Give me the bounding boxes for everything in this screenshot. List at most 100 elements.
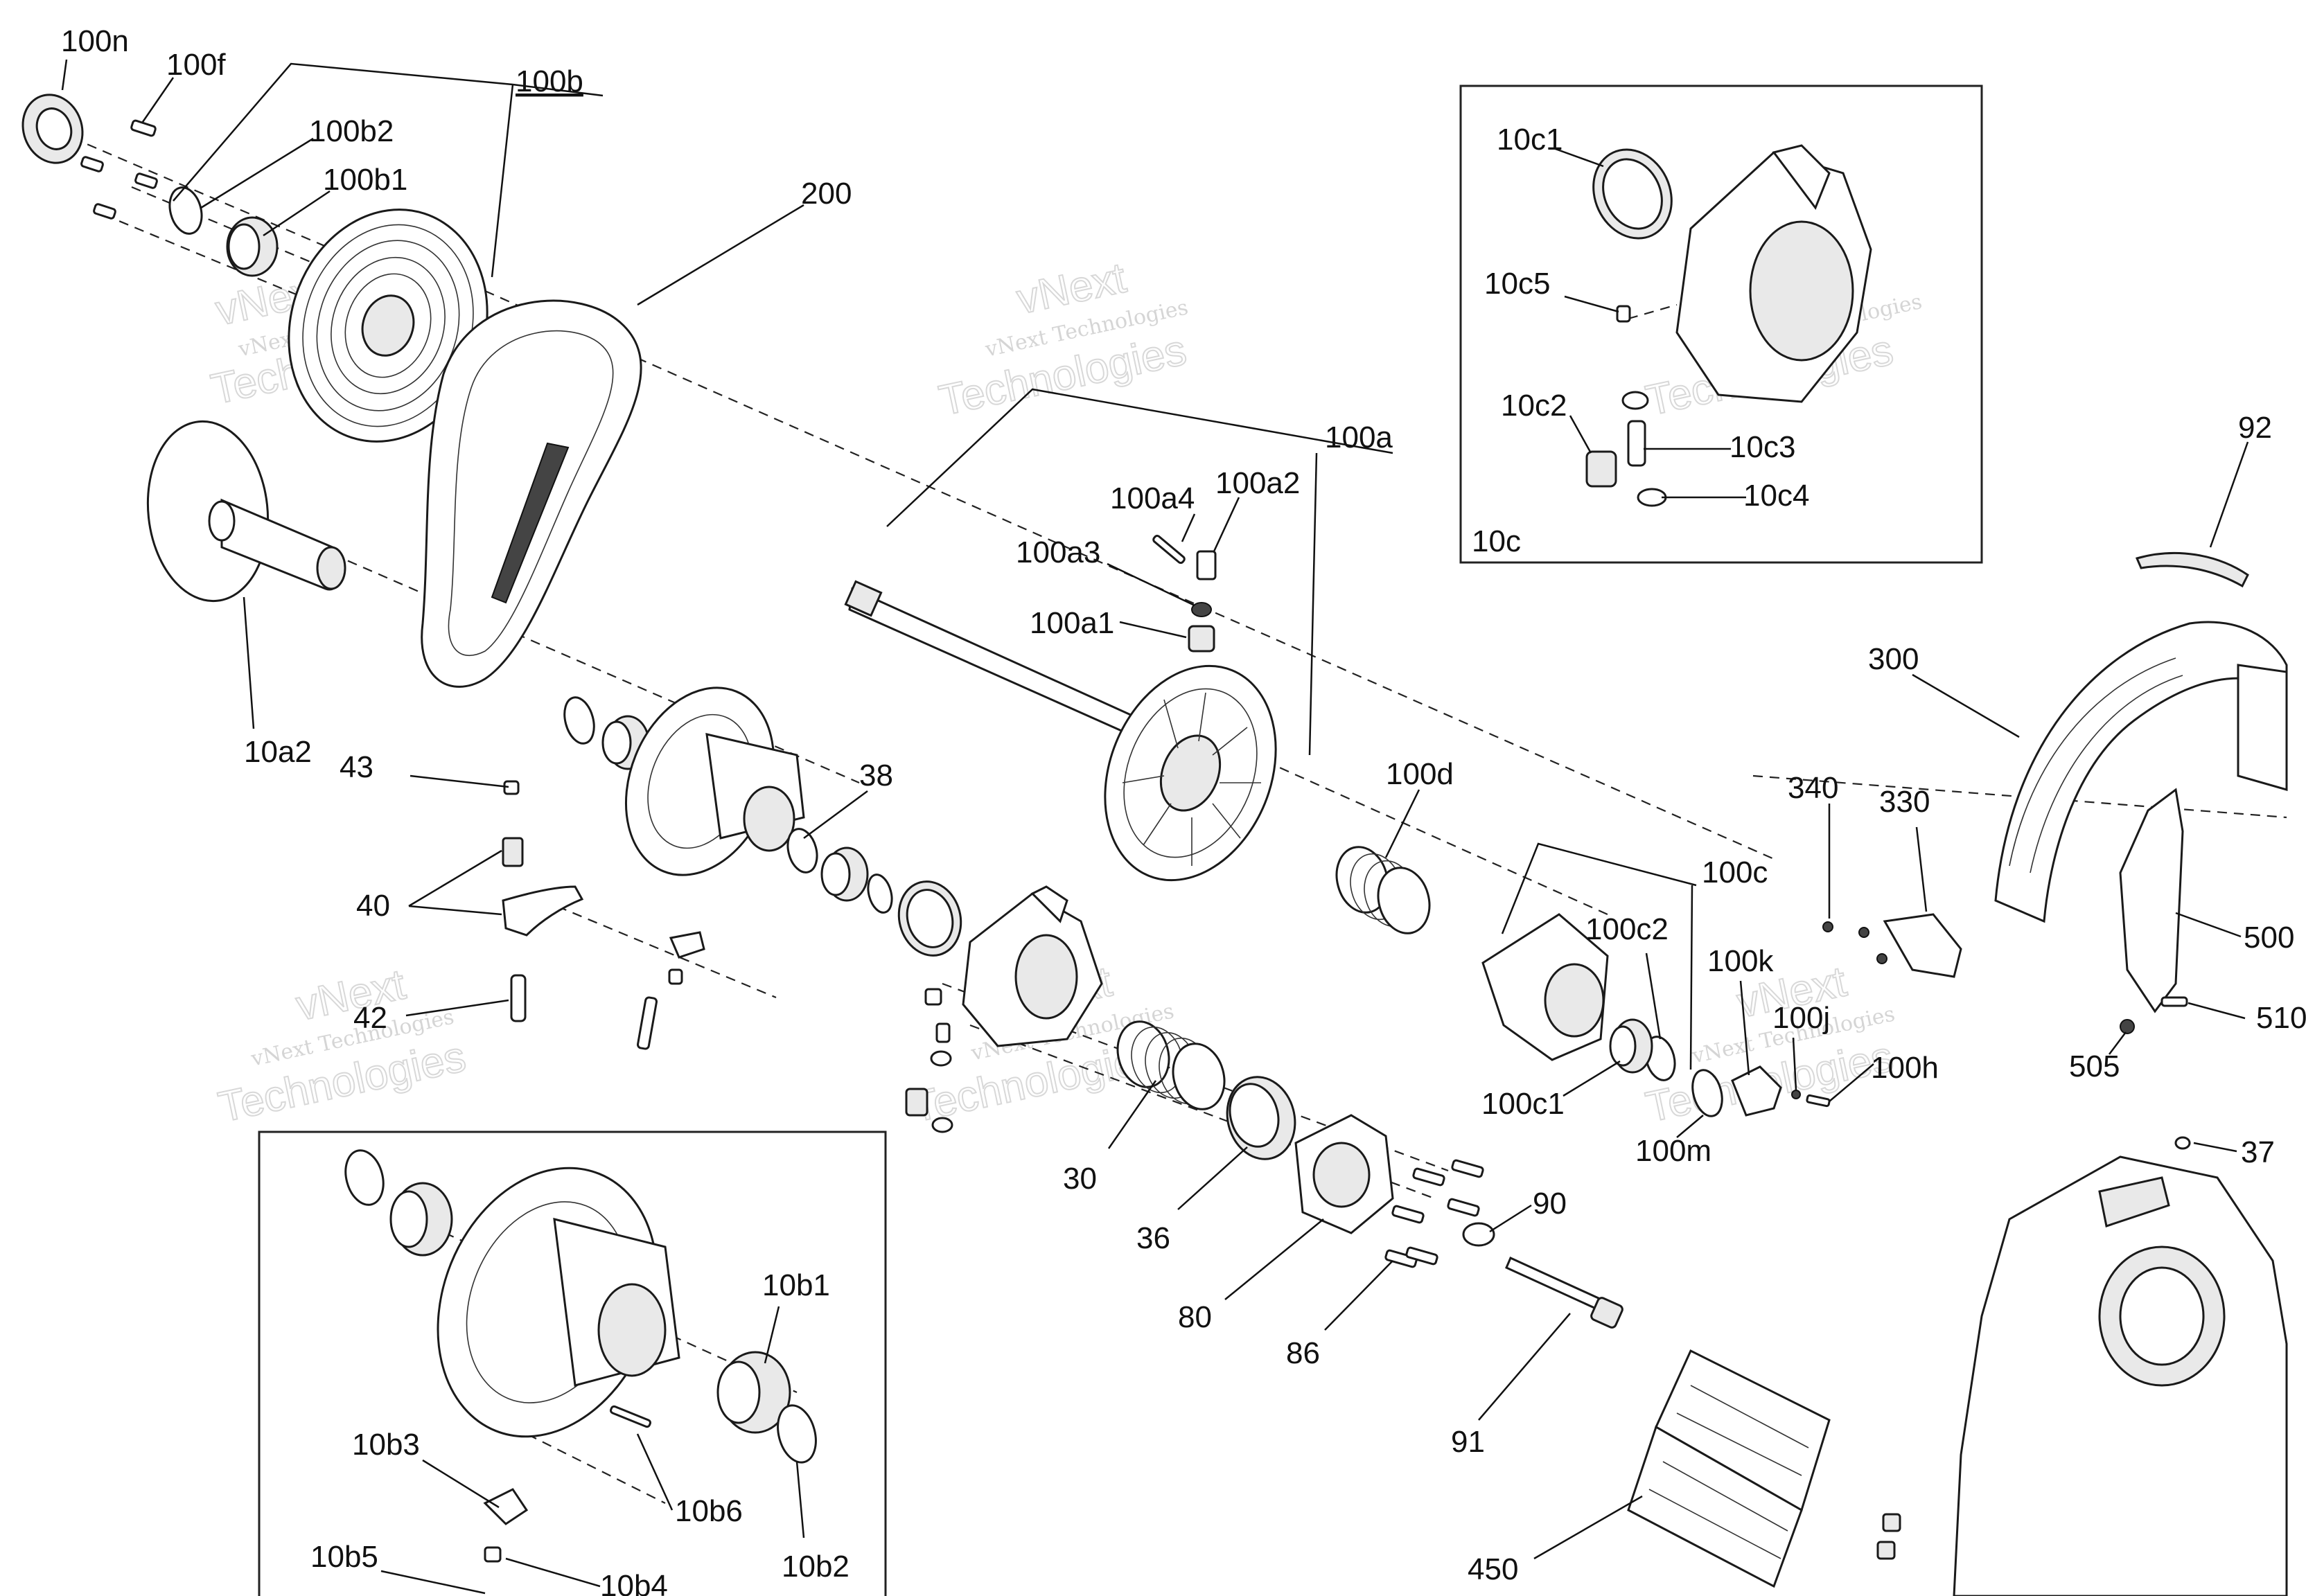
spring-100d — [1335, 846, 1431, 934]
label-510: 510 — [2256, 1001, 2306, 1035]
label-100a2: 100a2 — [1215, 466, 1300, 500]
label-100a: 100a — [1325, 420, 1393, 454]
bushing-100b1 — [226, 216, 279, 277]
spider-housing — [962, 885, 1103, 1047]
inset-box-10b — [258, 1130, 887, 1596]
parts — [21, 94, 2288, 1596]
label-100n: 100n — [61, 24, 129, 58]
roller-10c2 — [1585, 450, 1617, 488]
label-100b2: 100b2 — [309, 114, 394, 148]
label-36: 36 — [1136, 1221, 1170, 1255]
ring-38 — [786, 828, 818, 874]
sheave-disc-100b — [288, 209, 489, 443]
ring — [867, 874, 893, 914]
bracket-500 — [2119, 788, 2184, 1013]
label-10b6: 10b6 — [675, 1494, 743, 1528]
label-200: 200 — [801, 177, 852, 211]
label-92: 92 — [2238, 411, 2272, 445]
label-80: 80 — [1178, 1300, 1212, 1334]
label-43: 43 — [340, 750, 373, 784]
part-10b4 — [484, 1546, 502, 1563]
label-500: 500 — [2244, 921, 2294, 955]
label-37: 37 — [2241, 1135, 2275, 1169]
washer-90 — [1462, 1222, 1495, 1247]
bushing-10b1 — [716, 1351, 791, 1434]
label-10c2: 10c2 — [1501, 389, 1567, 423]
bushing — [820, 846, 869, 902]
label-38: 38 — [859, 759, 893, 792]
label-100k: 100k — [1707, 944, 1774, 978]
cup-36 — [1226, 1076, 1296, 1160]
snap-ring-100b2 — [168, 186, 203, 235]
bolt-510 — [2160, 996, 2188, 1007]
plug-37 — [2174, 1136, 2191, 1150]
label-10c: 10c — [1472, 524, 1521, 558]
washer-100a3 — [1191, 602, 1212, 617]
label-340: 340 — [1788, 771, 1838, 805]
label-10b2: 10b2 — [782, 1550, 850, 1584]
label-300: 300 — [1868, 642, 1919, 676]
screw-100h — [1806, 1094, 1831, 1108]
label-100c: 100c — [1702, 855, 1768, 889]
label-100d: 100d — [1386, 757, 1454, 791]
label-42: 42 — [353, 1001, 387, 1035]
snap-ring-10b — [344, 1149, 385, 1206]
inset-box-10c — [1459, 85, 1983, 564]
nuts-340 — [1822, 921, 1887, 964]
movable-sheave — [624, 686, 805, 876]
label-100b: 100b — [516, 64, 583, 98]
label-100a4: 100a4 — [1110, 481, 1195, 515]
label-10c3: 10c3 — [1730, 430, 1795, 464]
label-450: 450 — [1468, 1552, 1518, 1586]
pin-10b6 — [610, 1405, 651, 1428]
pin-10c3 — [1627, 420, 1646, 467]
seal-ring-10c1 — [1592, 148, 1673, 240]
label-10c1: 10c1 — [1497, 123, 1563, 157]
belt-guard-300 — [1994, 621, 2288, 923]
label-100f: 100f — [166, 48, 226, 82]
block-10b3 — [483, 1488, 529, 1525]
label-100c1: 100c1 — [1481, 1087, 1565, 1121]
label-10b1: 10b1 — [762, 1268, 830, 1302]
bushing-100a2 — [1196, 550, 1217, 580]
label-505: 505 — [2069, 1049, 2120, 1083]
screws-100f — [80, 119, 158, 220]
bolts-450 — [1876, 1513, 1901, 1560]
bushing-100c1 — [1609, 1018, 1653, 1074]
label-40: 40 — [356, 889, 390, 923]
nut-100j — [1791, 1090, 1801, 1099]
screw-43 — [503, 780, 520, 795]
small-rollers — [905, 988, 953, 1133]
bracket-330 — [1883, 913, 1962, 978]
bolts-86 — [1384, 1159, 1484, 1268]
pin-42 — [510, 974, 527, 1022]
drive-belt-200 — [421, 299, 642, 688]
label-86: 86 — [1286, 1336, 1320, 1370]
label-30: 30 — [1063, 1162, 1097, 1196]
pin-100a4 — [1152, 534, 1186, 565]
label-100j: 100j — [1772, 1001, 1830, 1035]
fixed-sheave-100a — [1104, 664, 1277, 882]
washer-10c — [1621, 391, 1649, 410]
bolt-91 — [1505, 1256, 1623, 1329]
primary-housing — [1953, 1155, 2288, 1596]
label-100h: 100h — [1871, 1051, 1939, 1085]
grate-450 — [1627, 1349, 1831, 1588]
sheave-shaft-10a2 — [146, 420, 346, 603]
snap-ring-10b2 — [777, 1404, 817, 1464]
spring-30 — [1116, 1020, 1226, 1110]
movable-sheave-10b — [437, 1167, 680, 1438]
label-100m: 100m — [1635, 1134, 1711, 1168]
washer-100m — [1691, 1069, 1723, 1117]
label-10a2: 10a2 — [244, 735, 312, 769]
spider-housing-10c — [1675, 144, 1872, 403]
label-10b3: 10b3 — [352, 1428, 420, 1462]
spider-bolt — [636, 931, 705, 1050]
bushing-10b — [389, 1182, 453, 1257]
label-10b5: 10b5 — [310, 1540, 378, 1574]
toothed-ring — [897, 880, 962, 957]
label-90: 90 — [1533, 1187, 1567, 1221]
strip-92 — [2135, 552, 2249, 588]
label-100b1: 100b1 — [323, 163, 407, 197]
cover-plate-80 — [1294, 1114, 1394, 1234]
